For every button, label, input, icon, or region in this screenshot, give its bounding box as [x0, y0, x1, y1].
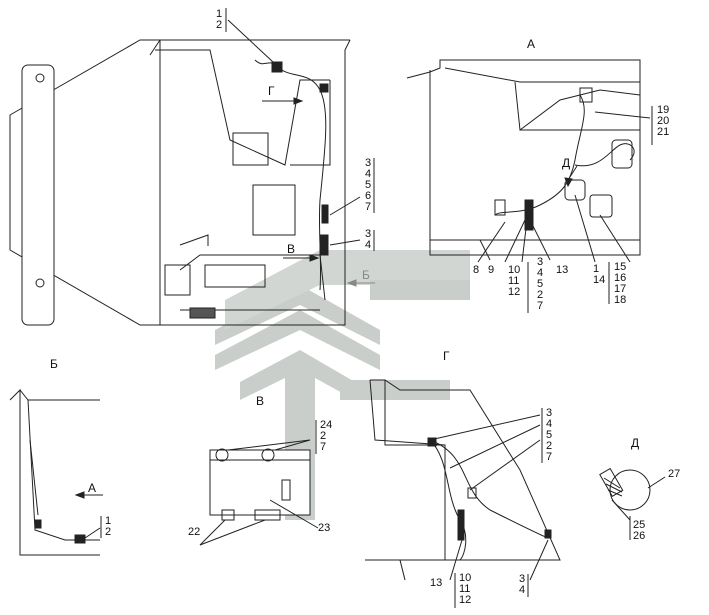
callout-a-10-12: 10 11 12	[508, 265, 520, 298]
callout-number: 4	[537, 267, 544, 279]
callout-number: 3	[365, 157, 372, 169]
callout-main-3-4: 3 4	[365, 229, 371, 251]
callout-number: 4	[365, 239, 372, 251]
callout-number: 1	[216, 8, 223, 20]
callout-number: 7	[365, 201, 372, 213]
callout-number: 5	[537, 278, 544, 290]
callout-number: 21	[657, 126, 670, 138]
callout-g-13: 13	[430, 577, 443, 589]
arrow-label-d: Д	[562, 156, 571, 170]
callout-number: 26	[633, 530, 646, 542]
callout-number: 3	[537, 256, 544, 268]
callout-number: 16	[614, 272, 627, 284]
callout-number: 5	[546, 429, 553, 441]
callout-v-24-2-7: 24 2 7	[320, 420, 332, 453]
callout-a-8: 8	[473, 264, 480, 276]
callout-v-23: 23	[318, 522, 331, 534]
arrow-label-b: Б	[362, 268, 370, 282]
callout-g-3-7: 3 4 5 2 7	[546, 408, 552, 463]
callout-number: 5	[365, 179, 372, 191]
callout-number: 4	[519, 584, 526, 596]
arrow-label-v: В	[287, 242, 296, 256]
view-title-g: Г	[443, 349, 450, 363]
callout-number: 15	[614, 261, 627, 273]
callout-g-10-12: 10 11 12	[459, 573, 471, 606]
callout-number: 4	[546, 418, 553, 430]
watermark-logo	[215, 250, 470, 520]
callout-number: 10	[459, 572, 472, 584]
view-v	[199, 439, 319, 546]
callout-number: 17	[614, 283, 627, 295]
callout-d-27: 27	[668, 468, 681, 480]
callout-g-3-4: 3 4	[519, 574, 525, 596]
callout-number: 11	[459, 583, 471, 595]
callout-number: 14	[593, 274, 606, 286]
callout-number: 6	[365, 190, 372, 202]
callout-number: 2	[537, 289, 544, 301]
view-a	[406, 59, 651, 263]
view-d	[599, 467, 666, 521]
callout-a-3-7: 3 4 5 2 7	[537, 257, 543, 312]
callout-number: 4	[365, 168, 372, 180]
view-title-d: Д	[631, 436, 640, 450]
callout-a-1-14: 1 14	[593, 264, 605, 286]
callout-b-1-2: 1 2	[105, 516, 111, 538]
callout-number: 7	[320, 441, 327, 453]
callout-number: 2	[546, 440, 553, 452]
callout-number: 10	[508, 264, 521, 276]
arrow-label-g: Г	[268, 84, 275, 98]
arrow-label-a: А	[88, 481, 97, 495]
callout-number: 24	[320, 419, 333, 431]
view-b	[9, 388, 101, 556]
callout-number: 3	[546, 407, 553, 419]
callout-number: 7	[537, 300, 544, 312]
callout-number: 18	[614, 294, 627, 306]
callout-number: 2	[320, 430, 327, 442]
callout-v-22: 22	[188, 526, 201, 538]
callout-number: 2	[216, 19, 223, 31]
callout-number: 20	[657, 115, 670, 127]
callout-number: 7	[546, 451, 553, 463]
callout-number: 1	[593, 263, 600, 275]
callout-number: 25	[633, 519, 646, 531]
callout-number: 12	[459, 594, 472, 606]
callout-top-1-2: 1 2	[216, 9, 222, 31]
view-title-v: В	[256, 394, 265, 408]
callout-number: 2	[105, 526, 112, 538]
callout-number: 3	[365, 228, 372, 240]
callout-number: 12	[508, 286, 521, 298]
callout-a-13: 13	[556, 264, 569, 276]
callout-a-9: 9	[488, 264, 495, 276]
callout-d-25-26: 25 26	[633, 520, 645, 542]
callout-a-19-21: 19 20 21	[657, 105, 669, 138]
callout-number: 11	[508, 275, 520, 287]
callout-main-3-7: 3 4 5 6 7	[365, 158, 371, 213]
callout-a-15-18: 15 16 17 18	[614, 262, 626, 306]
view-title-b: Б	[50, 357, 58, 371]
view-g	[365, 379, 561, 581]
view-title-a: А	[527, 37, 536, 51]
callout-number: 1	[105, 515, 112, 527]
callout-number: 3	[519, 573, 526, 585]
main-view	[9, 19, 361, 326]
callout-number: 19	[657, 104, 670, 116]
